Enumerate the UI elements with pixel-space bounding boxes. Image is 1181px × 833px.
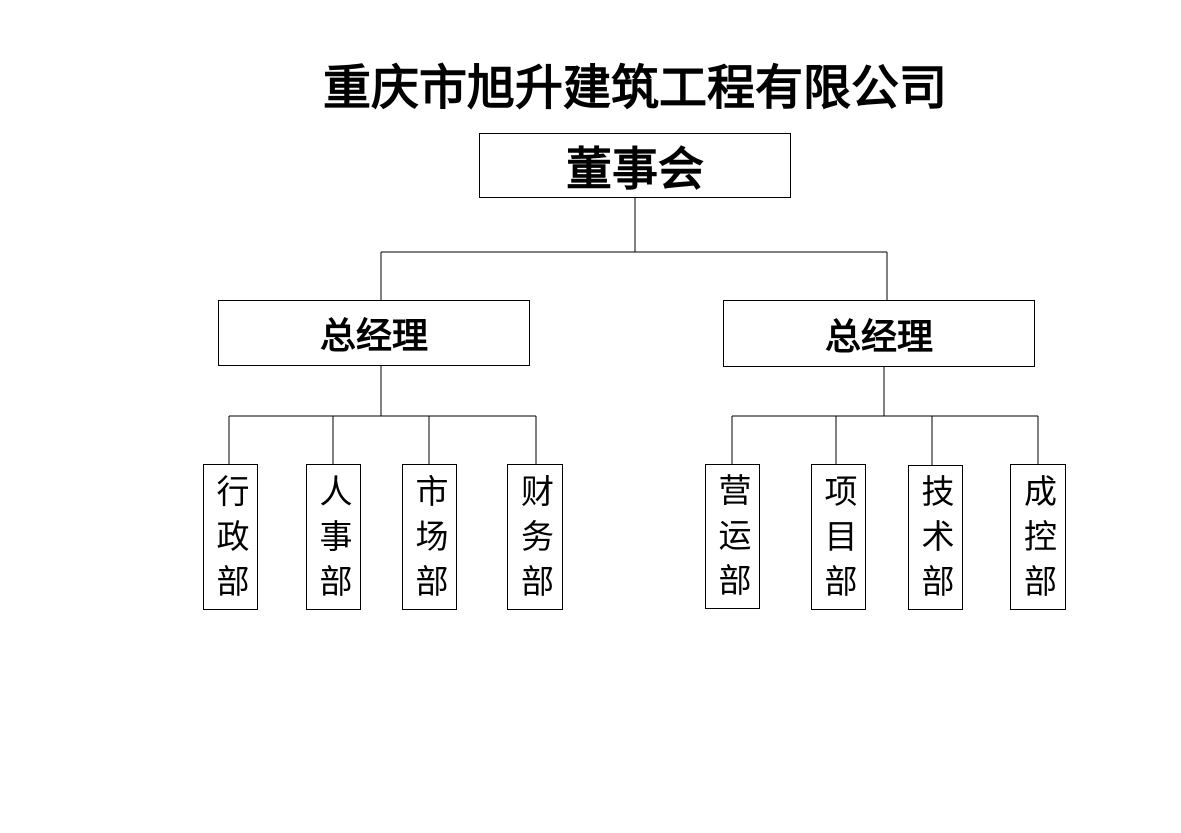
dept-marketing-box: 市场部 [402,464,457,610]
dept-operations-box: 营运部 [705,464,760,609]
left-general-manager-box: 总经理 [218,300,530,366]
dept-hr-box: 人事部 [306,464,361,610]
board-box: 董事会 [479,133,791,198]
dept-admin-box: 行政部 [203,464,258,610]
dept-finance-box: 财务部 [507,464,563,610]
dept-projects-box: 项目部 [811,464,866,610]
dept-cost-control-box: 成控部 [1010,464,1066,610]
dept-technology-box: 技术部 [908,465,963,610]
company-title: 重庆市旭升建筑工程有限公司 [322,60,947,116]
right-general-manager-box: 总经理 [723,300,1035,367]
